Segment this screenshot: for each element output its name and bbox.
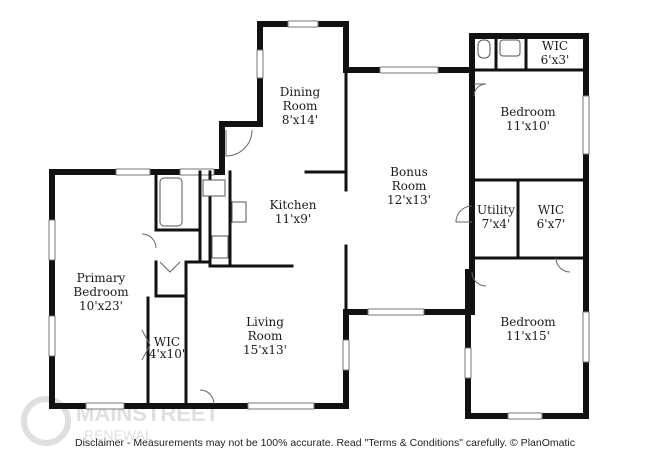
door-swing-icon xyxy=(555,257,571,273)
window-bedroom-lower-right xyxy=(582,311,590,363)
door-swing-icon xyxy=(141,329,151,361)
room-name-dining-2: Room xyxy=(283,99,318,113)
room-size-primary: 10'x23' xyxy=(79,299,123,313)
window-dining-left xyxy=(256,49,264,79)
door-swing-icon xyxy=(159,261,181,273)
window-primary-bottom xyxy=(85,402,125,410)
window-bedroom-lower-left xyxy=(464,347,472,379)
door-swing-icon xyxy=(473,83,487,97)
room-name-bedroom-lower: Bedroom xyxy=(500,315,556,329)
room-name-living-2: Room xyxy=(248,329,283,343)
watermark-line2: RENEWAL xyxy=(84,427,153,443)
window-bedroom-lower-bottom xyxy=(507,412,543,420)
room-name-utility: Utility xyxy=(477,203,515,217)
room-size-wic-top: 6'x3' xyxy=(541,53,570,67)
door-swing-icon xyxy=(199,389,215,405)
vanity-icon xyxy=(202,179,226,197)
room-name-bonus-2: Room xyxy=(392,179,427,193)
kitchen-sink-icon xyxy=(231,201,247,223)
doors xyxy=(141,83,571,405)
window-living-right xyxy=(342,339,350,371)
room-size-living: 15'x13' xyxy=(243,343,287,357)
room-name-primary-1: Primary xyxy=(77,271,126,285)
fridge-icon xyxy=(211,235,229,259)
room-name-primary-2: Bedroom xyxy=(73,285,129,299)
room-size-dining: 8'x14' xyxy=(282,113,318,127)
room-size-utility: 7'x4' xyxy=(482,217,511,231)
room-name-bonus-1: Bonus xyxy=(390,165,428,179)
watermark-logo-icon xyxy=(21,396,71,446)
room-size-wic-left: 4'x10' xyxy=(149,347,185,361)
room-name-wic-mid: WIC xyxy=(538,203,564,217)
window-bonus-top xyxy=(379,66,439,74)
windows xyxy=(48,20,590,420)
window-primary-top xyxy=(115,168,151,176)
room-name-dining-1: Dining xyxy=(280,85,321,99)
room-labels: WIC 6'x3' Dining Room 8'x14' Bedroom 11'… xyxy=(73,39,569,361)
room-size-bedroom-lower: 11'x15' xyxy=(506,329,550,343)
door-swing-icon xyxy=(471,271,487,287)
room-size-bedroom-upper: 11'x10' xyxy=(506,119,550,133)
room-name-wic-left: WIC xyxy=(154,335,180,349)
door-swing-icon xyxy=(225,129,253,157)
room-name-bedroom-upper: Bedroom xyxy=(500,105,556,119)
room-name-kitchen: Kitchen xyxy=(270,198,317,212)
bathtub-icon xyxy=(159,177,183,227)
window-living-bottom xyxy=(247,402,315,410)
door-swing-icon xyxy=(455,205,473,223)
toilet-icon xyxy=(477,39,491,59)
room-name-living-1: Living xyxy=(246,315,284,329)
window-bath-top xyxy=(179,168,215,176)
window-bedroom-upper xyxy=(582,95,590,155)
room-size-kitchen: 11'x9' xyxy=(275,212,311,226)
room-size-wic-mid: 6'x7' xyxy=(537,217,566,231)
disclaimer-text: Disclaimer - Measurements may not be 100… xyxy=(75,437,575,449)
window-dining-top xyxy=(287,20,319,28)
sink-icon xyxy=(499,39,521,57)
window-bonus-bottom xyxy=(367,308,425,316)
window-primary-left-lower xyxy=(48,315,56,357)
room-size-bonus: 12'x13' xyxy=(387,193,431,207)
interior-walls xyxy=(146,34,588,408)
room-name-wic-top: WIC xyxy=(542,39,568,53)
fixtures xyxy=(159,39,521,259)
window-primary-left-upper xyxy=(48,219,56,261)
door-swing-icon xyxy=(141,233,157,249)
